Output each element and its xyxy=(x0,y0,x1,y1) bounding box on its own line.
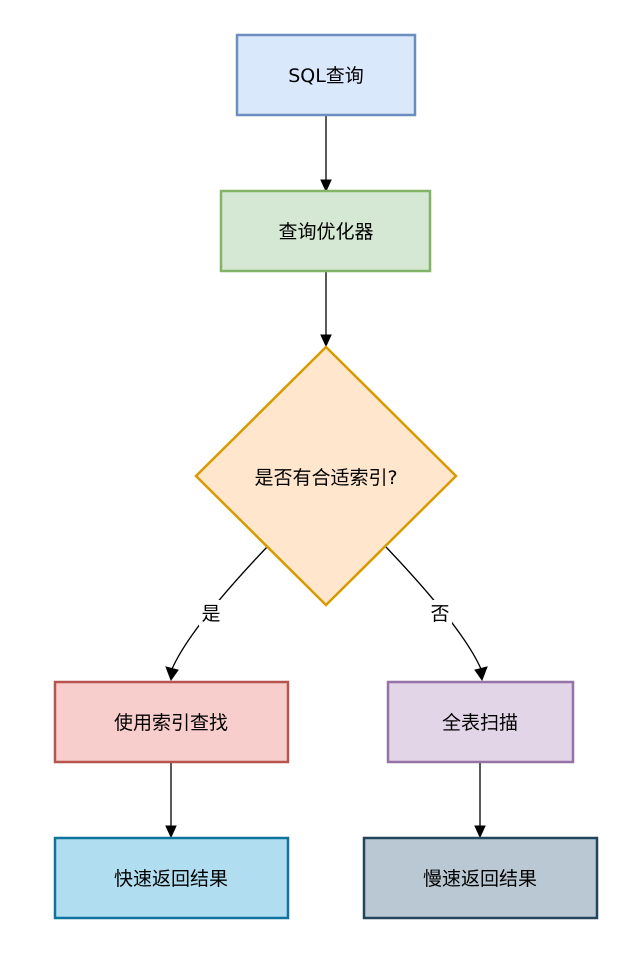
node-full-scan-box xyxy=(386,680,575,764)
no-label-background xyxy=(428,600,452,626)
edges: 是 否 xyxy=(165,116,488,839)
yes-label-background xyxy=(199,600,223,626)
arrow-head-icon xyxy=(165,666,179,682)
node-fast-result: 快速返回结果 xyxy=(53,836,290,920)
node-use-index: 使用索引查找 xyxy=(53,680,290,764)
arrow-head-icon xyxy=(320,179,332,193)
node-sql-query-box xyxy=(235,33,417,117)
node-slow-result: 慢速返回结果 xyxy=(362,836,599,920)
node-use-index-box xyxy=(53,680,290,764)
edge-label-no: 否 xyxy=(430,603,449,625)
arrow-head-icon xyxy=(474,666,488,682)
node-optimizer-box xyxy=(219,189,432,273)
node-decision: 是否有合适索引? xyxy=(194,345,458,607)
arrow-head-icon xyxy=(474,825,486,839)
node-optimizer: 查询优化器 xyxy=(219,189,432,273)
node-decision-label: 是否有合适索引? xyxy=(254,467,397,489)
node-full-scan: 全表扫描 xyxy=(386,680,575,764)
node-sql-query: SQL查询 xyxy=(235,33,417,117)
edge-label-yes: 是 xyxy=(201,603,220,625)
node-fast-result-box xyxy=(53,836,290,920)
node-use-index-label: 使用索引查找 xyxy=(114,712,228,734)
node-full-scan-label: 全表扫描 xyxy=(442,712,518,734)
node-optimizer-label: 查询优化器 xyxy=(278,221,373,243)
arrow-head-icon xyxy=(320,334,332,348)
node-fast-result-label: 快速返回结果 xyxy=(114,868,228,890)
node-slow-result-box xyxy=(362,836,599,920)
nodes: SQL查询 查询优化器 是否有合适索引? 使用索引查找 全表扫描 快速返回结果 xyxy=(53,33,599,920)
arrow-head-icon xyxy=(165,825,177,839)
node-sql-query-label: SQL查询 xyxy=(288,65,364,87)
node-decision-diamond xyxy=(194,345,458,607)
node-slow-result-label: 慢速返回结果 xyxy=(423,868,537,890)
